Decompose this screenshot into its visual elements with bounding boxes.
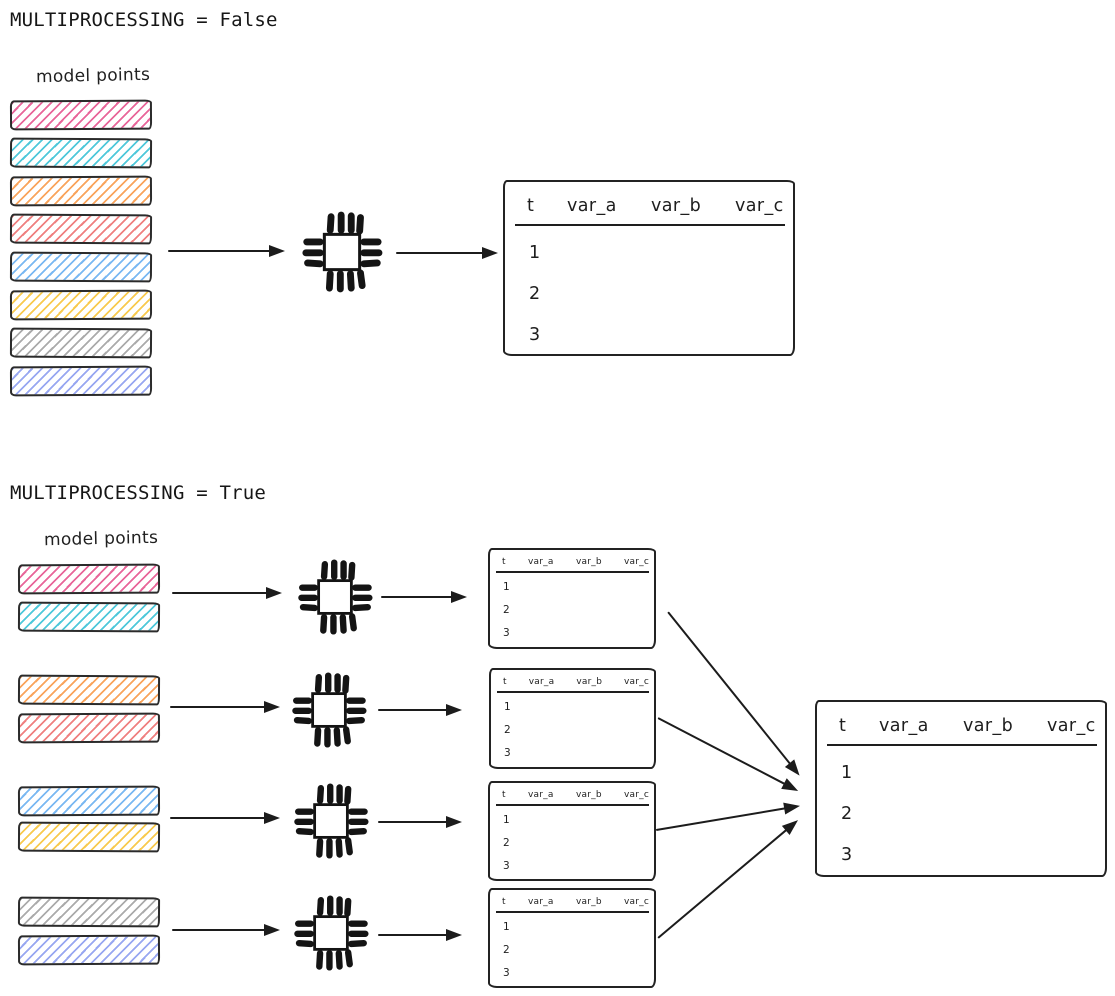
section-title-multiprocessing-true: MULTIPROCESSING = True: [10, 482, 267, 504]
table-row: 2: [841, 804, 853, 824]
model-point-bar-blue: [17, 785, 161, 817]
model-points-label: model points: [35, 64, 151, 88]
table-row: 3: [504, 747, 511, 759]
flow-arrow: [381, 589, 467, 605]
table-header-row: t var_a var_b var_c: [496, 550, 649, 573]
column-header-var-c: var_c: [624, 790, 649, 800]
table-row: 1: [529, 243, 541, 263]
column-header-var-b: var_b: [576, 897, 602, 907]
table-row: 2: [503, 944, 510, 956]
model-point-bar-periwinkle: [9, 365, 153, 397]
column-header-var-c: var_c: [735, 196, 784, 216]
table-body: 1 2 3: [490, 573, 654, 639]
model-point-bar-yellow: [17, 821, 161, 853]
cpu-chip-icon: [296, 557, 374, 637]
table-header-row: t var_a var_b var_c: [497, 670, 649, 693]
column-header-var-a: var_a: [528, 557, 554, 567]
column-header-var-b: var_b: [576, 677, 603, 687]
table-body: 1 2 3: [505, 226, 793, 345]
worker-table-2: t var_a var_b var_c 1 2 3: [489, 668, 656, 769]
table-row: 1: [503, 921, 510, 933]
column-header-t: t: [527, 196, 535, 216]
model-point-bar-yellow: [9, 289, 153, 321]
cpu-chip-icon: [290, 670, 368, 750]
column-header-var-c: var_c: [624, 677, 649, 687]
model-point-bar-pink: [9, 99, 153, 131]
column-header-var-b: var_b: [576, 557, 602, 567]
table-header-row: t var_a var_b var_c: [496, 783, 649, 806]
output-table-merged: t var_a var_b var_c 1 2 3: [815, 700, 1107, 877]
flow-arrow: [378, 702, 462, 718]
model-point-bar-gray: [9, 327, 153, 359]
table-row: 2: [529, 284, 541, 304]
column-header-var-a: var_a: [528, 790, 554, 800]
table-row: 2: [503, 604, 510, 616]
model-point-bar-salmon: [9, 213, 153, 245]
model-point-bar-salmon: [17, 712, 161, 744]
column-header-t: t: [502, 790, 506, 800]
model-point-bar-pink: [17, 563, 161, 595]
cpu-chip-icon: [292, 893, 370, 973]
flow-arrow: [396, 245, 498, 261]
section-title-multiprocessing-false: MULTIPROCESSING = False: [10, 9, 278, 31]
table-row: 2: [503, 837, 510, 849]
column-header-var-b: var_b: [963, 716, 1014, 736]
model-point-bar-periwinkle: [17, 934, 161, 966]
table-body: 1 2 3: [490, 806, 654, 872]
column-header-var-a: var_a: [567, 196, 617, 216]
model-point-bar-cyan: [9, 137, 153, 169]
table-row: 1: [504, 701, 511, 713]
table-header-row: t var_a var_b var_c: [515, 182, 785, 226]
column-header-var-a: var_a: [528, 677, 555, 687]
model-point-bar-cyan: [17, 601, 161, 633]
column-header-t: t: [503, 677, 507, 687]
worker-table-1: t var_a var_b var_c 1 2 3: [488, 548, 656, 649]
table-row: 2: [504, 724, 511, 736]
column-header-var-b: var_b: [576, 790, 602, 800]
table-body: 1 2 3: [490, 913, 654, 979]
table-header-row: t var_a var_b var_c: [827, 702, 1097, 746]
column-header-var-a: var_a: [879, 716, 929, 736]
table-row: 1: [503, 581, 510, 593]
column-header-var-b: var_b: [651, 196, 702, 216]
table-row: 1: [841, 763, 853, 783]
flow-arrow: [378, 814, 462, 830]
column-header-t: t: [502, 557, 506, 567]
table-header-row: t var_a var_b var_c: [496, 890, 649, 913]
table-row: 3: [503, 967, 510, 979]
table-row: 3: [503, 627, 510, 639]
flow-arrow: [170, 699, 280, 715]
flow-arrow: [172, 585, 282, 601]
column-header-t: t: [502, 897, 506, 907]
model-point-bar-orange: [9, 175, 153, 207]
model-point-bar-blue: [9, 251, 153, 283]
cpu-chip-icon: [292, 781, 370, 861]
cpu-chip-icon: [300, 209, 384, 295]
model-points-label: model points: [43, 527, 159, 551]
flow-arrow: [378, 927, 462, 943]
table-body: 1 2 3: [491, 693, 654, 759]
flow-arrow: [168, 243, 285, 259]
table-row: 3: [529, 325, 541, 345]
model-point-bar-gray: [17, 896, 161, 928]
flow-arrow: [172, 922, 280, 938]
column-header-var-a: var_a: [528, 897, 554, 907]
table-row: 1: [503, 814, 510, 826]
flow-arrow: [170, 810, 280, 826]
column-header-var-c: var_c: [624, 557, 649, 567]
table-row: 3: [503, 860, 510, 872]
table-row: 3: [841, 845, 853, 865]
output-table-single: t var_a var_b var_c 1 2 3: [503, 180, 795, 356]
column-header-t: t: [839, 716, 847, 736]
column-header-var-c: var_c: [624, 897, 649, 907]
model-point-bar-orange: [17, 674, 161, 706]
table-body: 1 2 3: [817, 746, 1105, 865]
worker-table-4: t var_a var_b var_c 1 2 3: [488, 888, 656, 988]
worker-table-3: t var_a var_b var_c 1 2 3: [488, 781, 656, 881]
column-header-var-c: var_c: [1047, 716, 1096, 736]
